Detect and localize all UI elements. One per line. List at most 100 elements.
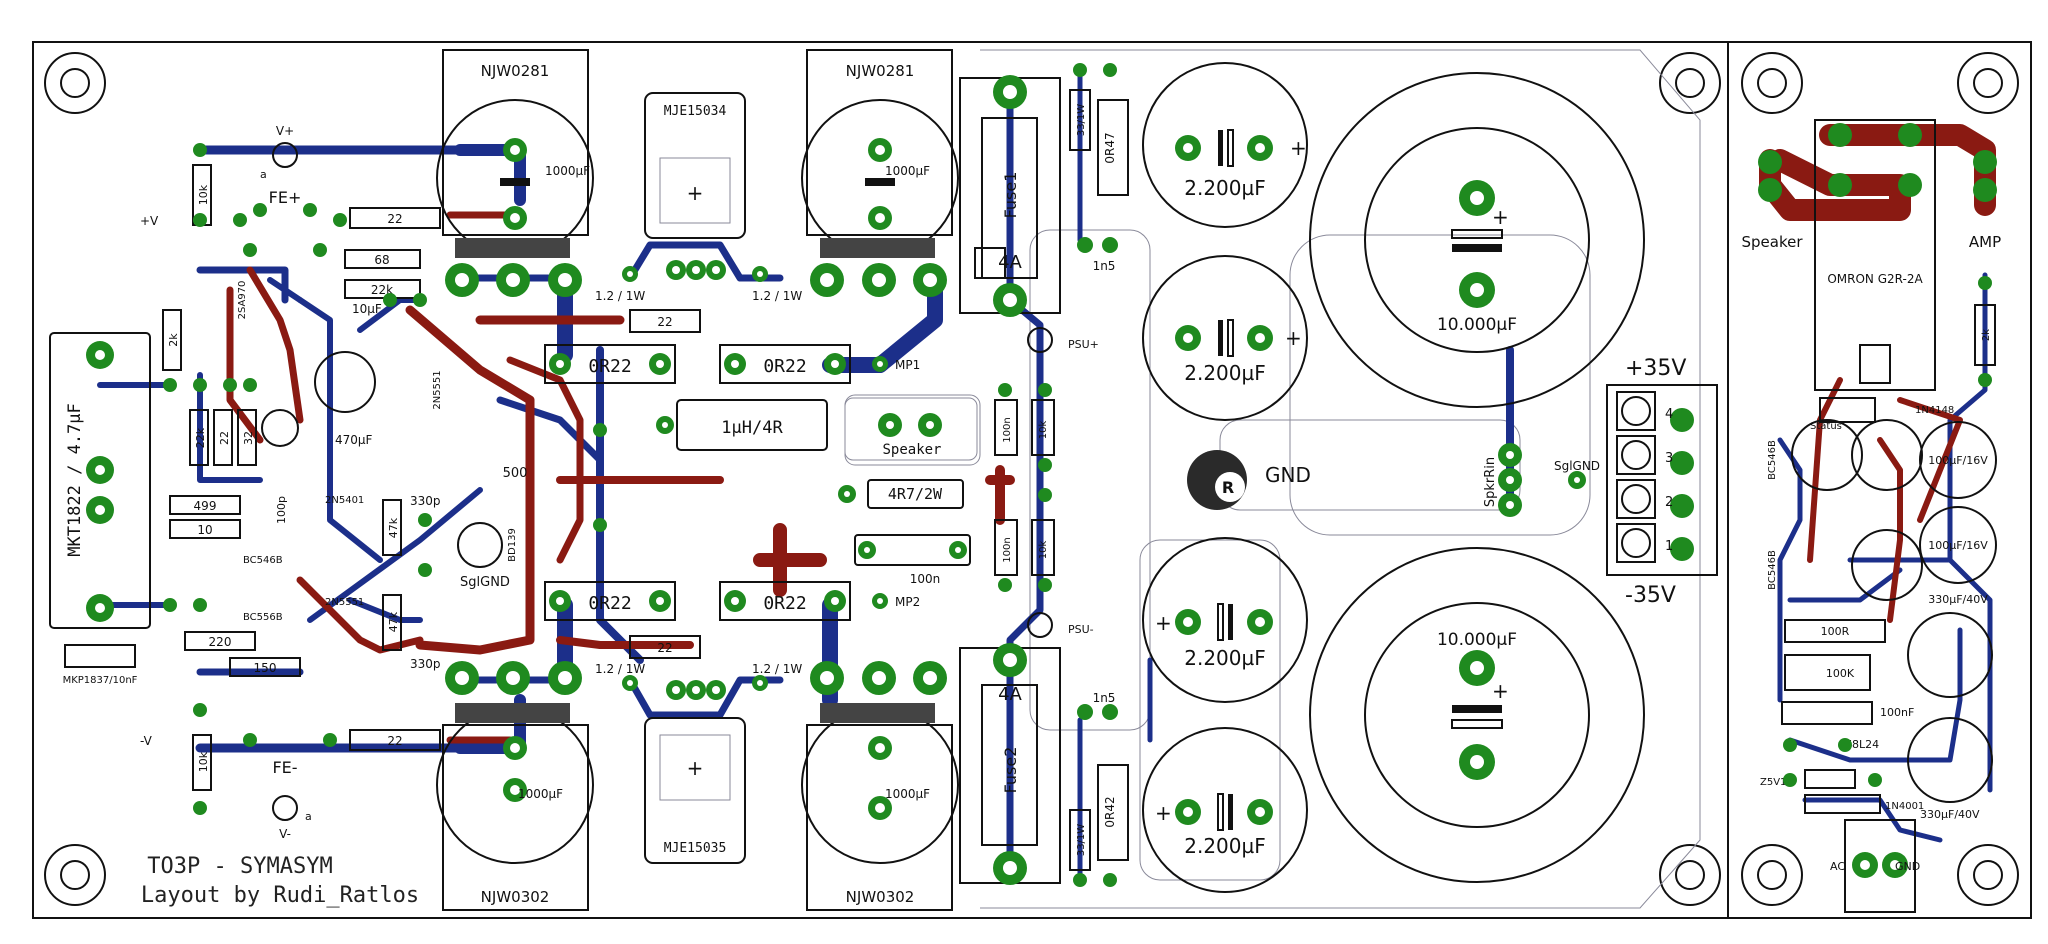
- label-v-minus: V-: [279, 827, 291, 841]
- label-sglgnd-left: SglGND: [460, 575, 510, 590]
- label-fe-minus: FE-: [272, 758, 297, 777]
- top-copper-traces: [97, 67, 1993, 883]
- label-r47k-2: 47k: [387, 611, 400, 632]
- label-z5v1: Z5V1: [1760, 777, 1786, 788]
- label-mp2: MP2: [895, 595, 920, 609]
- fuse-2: Fuse2 4A: [959, 643, 1061, 885]
- transistor-q-top-right: NJW0281 1000µF: [801, 49, 959, 257]
- label-0r22-4: 0R22: [763, 593, 806, 614]
- label-10000-bot: 10.000µF: [1437, 630, 1517, 650]
- label-fuse2-value: 4A: [998, 684, 1022, 705]
- svg-text:+: +: [1492, 679, 1509, 703]
- capacitor-2200-1: + 2.200µF: [1142, 62, 1308, 228]
- driver-transistor-bot: MJE15035 +: [644, 680, 746, 864]
- gnd-logo: R GND: [1187, 450, 1311, 510]
- label-r22k-v: 22k: [194, 427, 207, 448]
- label-r500: 500: [503, 466, 528, 481]
- label-10000-top: 10.000µF: [1437, 315, 1517, 335]
- label-330u40-1: 330µF/40V: [1928, 593, 1988, 606]
- label-100k: 100K: [1826, 667, 1855, 680]
- relay-driver-section: 1N4148 Status BC546B BC546B 100µF/16V 10…: [1760, 397, 1997, 913]
- label-10k-psu1: 10k: [1038, 421, 1049, 440]
- label-470uf: 470µF: [335, 433, 373, 447]
- label-mp1: MP1: [895, 358, 920, 372]
- label-term-2: 2: [1665, 495, 1673, 510]
- label-bc546-r1: BC546B: [1767, 440, 1778, 480]
- label-r22-mid-bot: 22: [657, 641, 672, 655]
- transistor-q-top-left: NJW0281 1000µF: [436, 49, 594, 257]
- label-r22-v: 22: [218, 431, 231, 445]
- label-fuse1: Fuse1: [1001, 172, 1020, 219]
- label-2n5551: 2N5551: [432, 370, 443, 409]
- power-labels-left: V+ a +V FE+ -V FE- V- a: [140, 124, 312, 841]
- svg-text:+: +: [1155, 611, 1172, 635]
- label-minus-35v: -35V: [1625, 583, 1676, 608]
- input-capacitor: MKT1822 / 4.7µF MKP1837/10nF: [49, 332, 151, 686]
- capacitor-2200-3: + 2.200µF: [1142, 537, 1308, 703]
- label-spkrin: SpkrRin: [1483, 457, 1498, 507]
- svg-text:+: +: [1155, 801, 1172, 825]
- label-r10k-2: 10k: [197, 751, 210, 772]
- speaker-return-pads: SpkrRin SglGND: [1483, 443, 1600, 517]
- label-bc546-left: BC546B: [243, 555, 283, 566]
- label-psu-minus: PSU-: [1068, 623, 1094, 636]
- label-njw0281-left: NJW0281: [481, 62, 550, 80]
- label-r12-3: 1.2 / 1W: [595, 662, 645, 676]
- output-inductor: 1µH/4R Speaker MP1 MP2: [656, 356, 978, 609]
- label-speaker-relay: Speaker: [1741, 233, 1803, 251]
- label-2200-4: 2.200µF: [1184, 834, 1265, 858]
- label-2200-3: 2.200µF: [1184, 646, 1265, 670]
- label-minus-v: -V: [140, 734, 153, 748]
- label-a-top: a: [260, 168, 267, 181]
- label-term-4: 4: [1665, 407, 1673, 422]
- label-r2k: 2k: [167, 333, 180, 347]
- label-100p: 100p: [275, 496, 288, 524]
- label-10uf: 10µF: [352, 302, 382, 316]
- label-330p-2: 330p: [410, 657, 441, 671]
- board-title: TO3P - SYMASYM Layout by Rudi_Ratlos: [141, 854, 419, 908]
- label-amp: AMP: [1969, 233, 2001, 251]
- label-1n5-bot: 1n5: [1093, 691, 1116, 705]
- label-2200-2: 2.200µF: [1184, 361, 1265, 385]
- label-2n5401: 2N5401: [325, 495, 364, 506]
- label-bc546-r2: BC546B: [1767, 550, 1778, 590]
- label-r32: 32: [242, 431, 255, 445]
- label-r22-mid-top: 22: [657, 315, 672, 329]
- label-100n-3: 100n: [1002, 537, 1013, 562]
- label-10k-psu2: 10k: [1038, 541, 1049, 560]
- svg-text:+: +: [687, 181, 704, 205]
- label-mkt1822: MKT1822 / 4.7µF: [65, 403, 85, 557]
- label-fuse1-value: 4A: [998, 252, 1022, 273]
- relay-board-outline: [1727, 41, 2032, 919]
- psu-filter-column: 33/1W 0R47 1n5 33/1W 0R42 1n5 100n 10k 1…: [994, 89, 1129, 871]
- label-r22-left-bot: 22: [387, 734, 402, 748]
- capacitor-2200-2: + 2.200µF: [1142, 255, 1308, 421]
- label-r220: 220: [209, 635, 232, 649]
- label-r47k-1: 47k: [387, 517, 400, 538]
- label-v-plus: V+: [276, 124, 294, 138]
- label-bc556: BC556B: [243, 612, 283, 623]
- label-r68: 68: [374, 253, 389, 267]
- label-1n5-top: 1n5: [1093, 259, 1116, 273]
- small-capacitor-labels: 100p 330p 330p 470µF 10µF: [261, 302, 503, 671]
- label-100n-zobel: 100n: [910, 572, 941, 586]
- label-njw0302-left: NJW0302: [481, 888, 550, 906]
- label-fuse2: Fuse2: [1001, 747, 1020, 794]
- label-ac: AC: [1830, 860, 1845, 873]
- label-1000uf-tl: 1000µF: [545, 164, 590, 178]
- capacitor-10000-top: + 10.000µF: [1309, 72, 1645, 408]
- label-100n-2: 100n: [1002, 417, 1013, 442]
- label-plus-35v: +35V: [1625, 356, 1686, 381]
- label-0r22-2: 0R22: [763, 356, 806, 377]
- title-line-2: Layout by Rudi_Ratlos: [141, 883, 419, 908]
- svg-text:+: +: [687, 756, 704, 780]
- label-330p-1: 330p: [410, 494, 441, 508]
- label-mkp1837: MKP1837/10nF: [63, 675, 138, 686]
- label-r12-1: 1.2 / 1W: [595, 289, 645, 303]
- label-4r7: 4R7/2W: [888, 485, 943, 503]
- fuse-1: Fuse1 4A: [959, 75, 1061, 317]
- small-resistors: 22 68 22k 10k 2k 22k 22 32 499 10 220 15…: [162, 164, 528, 791]
- label-100nf: 100nF: [1880, 706, 1914, 719]
- label-2n5551-b: 2N5551: [325, 597, 364, 608]
